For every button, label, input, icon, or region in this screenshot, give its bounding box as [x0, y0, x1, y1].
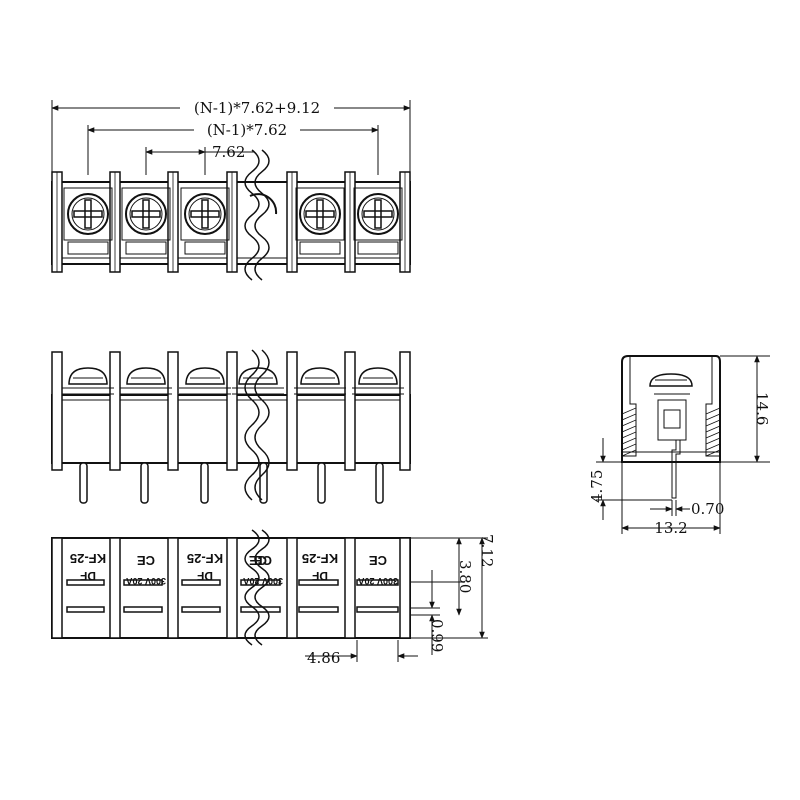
slot	[356, 606, 399, 613]
screw-head-icon	[238, 367, 278, 385]
screw-housing	[121, 187, 171, 241]
pin	[140, 462, 149, 504]
pin-length-label: 4.75	[588, 470, 606, 503]
pin	[317, 462, 326, 504]
rating-marking: 300V 20A	[242, 576, 283, 586]
slot	[66, 579, 105, 586]
model-marking: KF-25	[187, 551, 223, 566]
barrier	[167, 351, 179, 471]
screw-housing	[180, 187, 230, 241]
screw-head-icon	[126, 367, 166, 385]
top-screws	[63, 187, 403, 255]
height-label: 14.6	[753, 392, 771, 425]
screw-icon	[67, 193, 109, 235]
brand-logo: DF	[80, 569, 96, 583]
pin	[259, 462, 268, 504]
slot	[298, 579, 339, 586]
barrier	[286, 537, 298, 639]
barrier	[344, 537, 356, 639]
pitch-label: 7.62	[212, 143, 245, 161]
slot	[181, 606, 221, 613]
break-line	[244, 349, 270, 501]
overall-length-label: (N-1)*7.62+9.12	[194, 99, 320, 117]
front-view	[51, 349, 411, 504]
screw-housing	[353, 187, 403, 241]
slot	[356, 579, 399, 586]
front-pins	[79, 462, 384, 504]
screw-head-icon	[358, 367, 398, 385]
screw-icon	[125, 193, 167, 235]
rating-marking: 300V 20A	[357, 576, 398, 586]
upper-dim-label: 3.80	[456, 560, 474, 593]
barrier	[226, 537, 238, 639]
barrier	[286, 351, 298, 471]
slot	[240, 606, 281, 613]
top-view: (N-1)*7.62+9.12 (N-1)*7.62 7.62	[51, 99, 411, 281]
ce-mark: CE	[137, 553, 155, 568]
pin	[375, 462, 384, 504]
brand-logo: DF	[312, 569, 328, 583]
ce-mark: CE	[249, 553, 267, 568]
barrier	[51, 351, 63, 471]
barrier	[51, 537, 63, 639]
slot	[240, 579, 281, 586]
barrier	[226, 351, 238, 471]
screw-housing	[63, 187, 113, 241]
slot-dim-label: 4.86	[307, 649, 340, 667]
screw-icon	[299, 193, 341, 235]
screw-head-icon	[300, 367, 340, 385]
brand-logo: DF	[197, 569, 213, 583]
side-clamp	[657, 399, 687, 441]
barrier	[109, 351, 121, 471]
break-line	[244, 529, 270, 646]
screw-head-icon	[185, 367, 225, 385]
slot	[123, 579, 163, 586]
screw-icon	[184, 193, 226, 235]
pin-width-label: 0.70	[691, 500, 724, 518]
front-barriers	[51, 351, 411, 471]
screw-icon	[249, 193, 278, 215]
barrier	[167, 537, 179, 639]
barrier	[344, 351, 356, 471]
screw-icon	[357, 193, 399, 235]
barrier	[399, 537, 411, 639]
barrier	[399, 351, 411, 471]
bottom-slots	[66, 579, 399, 613]
model-marking: KF-25	[70, 551, 106, 566]
pitch-span-label: (N-1)*7.62	[207, 121, 287, 139]
ce-mark: CE	[369, 553, 387, 568]
rating-marking: 300V 20A	[125, 576, 166, 586]
side-body	[621, 355, 721, 463]
slot	[123, 606, 163, 613]
side-screw-head-icon	[649, 373, 693, 387]
lower-dim-label: 0.99	[428, 619, 446, 652]
break-line	[244, 149, 270, 281]
pin	[200, 462, 209, 504]
side-view: 14.6 4.75 0.70 13.2	[588, 355, 771, 537]
screw-housing	[295, 187, 345, 241]
bottom-barriers	[51, 537, 411, 639]
pin	[79, 462, 88, 504]
slot	[66, 606, 105, 613]
slot	[181, 579, 221, 586]
screw-head-icon	[68, 367, 108, 385]
slot	[298, 606, 339, 613]
side-hatching	[621, 407, 721, 457]
barrier	[109, 537, 121, 639]
top-barriers	[51, 171, 411, 273]
front-screw-heads	[62, 367, 404, 395]
model-marking: KF-25	[302, 551, 338, 566]
width-label: 13.2	[654, 519, 687, 537]
total-height-label: 7.12	[478, 534, 496, 567]
